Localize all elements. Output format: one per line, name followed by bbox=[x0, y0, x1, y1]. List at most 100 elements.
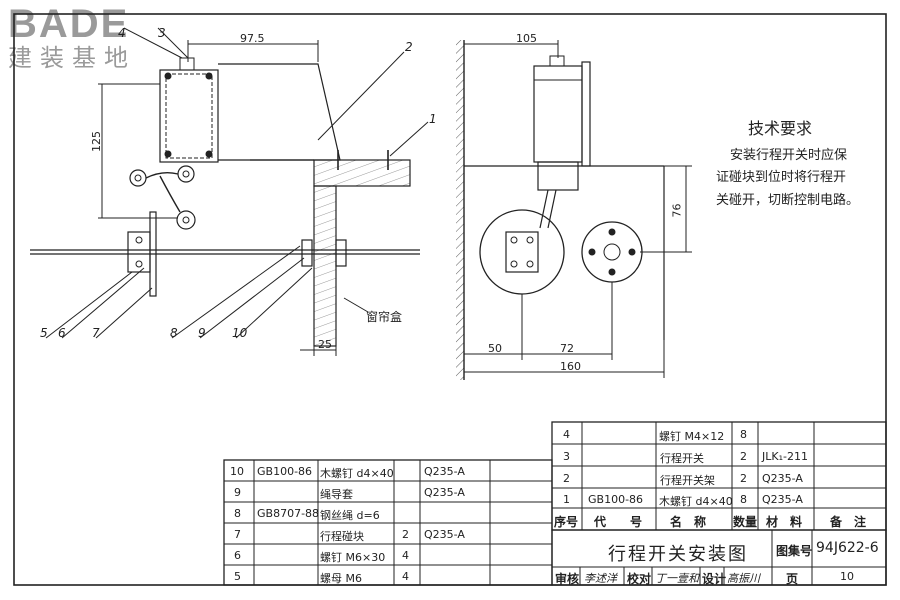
switch-bracket bbox=[581, 61, 591, 167]
callout-7: 7 bbox=[92, 326, 100, 340]
pulley-bolt bbox=[628, 248, 636, 256]
designer-signature: 高振川 bbox=[727, 572, 760, 585]
callout-6: 6 bbox=[58, 326, 66, 340]
cell-name: 螺钉 M6×30 bbox=[320, 551, 386, 564]
callout-5: 5 bbox=[40, 326, 48, 340]
page-label: 页 bbox=[786, 572, 799, 586]
cell-qty: 2 bbox=[402, 528, 409, 541]
striker-plate bbox=[149, 211, 157, 297]
cell-name: 行程碰块 bbox=[320, 530, 364, 543]
actuator-rod bbox=[539, 189, 549, 229]
cell-code: GB100-86 bbox=[257, 465, 313, 478]
pulley-bolt bbox=[608, 228, 616, 236]
pulley-bolt bbox=[510, 236, 518, 244]
switch-head bbox=[549, 55, 565, 67]
actuator-rod bbox=[547, 189, 557, 229]
cell-no: 5 bbox=[234, 570, 241, 583]
leader-line bbox=[123, 27, 183, 59]
cell-qty: 4 bbox=[402, 570, 409, 583]
header-material: 材 料 bbox=[766, 515, 803, 529]
dim-105: 105 bbox=[516, 32, 537, 45]
atlas-number: 94J622-6 bbox=[816, 540, 879, 556]
leader-line bbox=[389, 121, 429, 157]
callout-10: 10 bbox=[232, 326, 248, 340]
cell-no: 6 bbox=[234, 549, 241, 562]
leader-line bbox=[61, 267, 145, 339]
cell-name: 木螺钉 d4×40 bbox=[659, 495, 733, 508]
cell-no: 1 bbox=[563, 493, 570, 506]
header-name: 名 称 bbox=[670, 515, 707, 529]
roller-hub bbox=[182, 216, 190, 224]
bade-logo: BADE 建装基地 bbox=[8, 4, 166, 82]
switch-head bbox=[179, 57, 195, 71]
logo-sub-text: 建装基地 bbox=[8, 44, 136, 72]
design-label: 设计 bbox=[702, 572, 727, 586]
tech-line-1: 安装行程开关时应保 bbox=[730, 148, 848, 163]
box-screw bbox=[164, 72, 172, 80]
pulley-bolt bbox=[608, 268, 616, 276]
cell-name: 木螺钉 d4×40 bbox=[320, 467, 394, 480]
roller bbox=[129, 169, 147, 187]
cell-qty: 4 bbox=[402, 549, 409, 562]
callout-1: 1 bbox=[429, 112, 437, 126]
cell-no: 2 bbox=[563, 472, 570, 485]
cell-qty: 2 bbox=[740, 472, 747, 485]
curtain-box-label: 窗帘盒 bbox=[366, 310, 403, 324]
timber-post bbox=[313, 185, 337, 347]
box-screw bbox=[164, 150, 172, 158]
striker-bolt bbox=[135, 260, 143, 268]
lever-arm bbox=[145, 171, 179, 179]
roller-hub bbox=[182, 170, 190, 178]
cell-material: Q235-A bbox=[762, 493, 803, 506]
cell-name: 钢丝绳 d=6 bbox=[320, 509, 380, 522]
pulley-bolt bbox=[526, 236, 534, 244]
tech-line-2: 证碰块到位时将行程开 bbox=[716, 170, 847, 185]
cell-no: 3 bbox=[563, 450, 570, 463]
cell-material: Q235-A bbox=[424, 528, 465, 541]
callout-9: 9 bbox=[198, 326, 206, 340]
switch-actuator bbox=[537, 161, 579, 191]
switch-bracket bbox=[218, 63, 341, 161]
cell-no: 9 bbox=[234, 486, 241, 499]
cell-material: Q235-A bbox=[424, 465, 465, 478]
leader-line bbox=[157, 27, 189, 59]
tech-title: 技术要求 bbox=[748, 119, 813, 138]
tech-line-3: 关碰开，切断控制电路。 bbox=[716, 193, 860, 208]
cell-material: JLK₁-211 bbox=[762, 450, 808, 463]
leader-line bbox=[235, 267, 313, 339]
leader-line bbox=[95, 287, 153, 339]
right-elevation-view bbox=[456, 40, 692, 380]
cell-name: 行程开关 bbox=[660, 452, 704, 465]
dim-25: 25 bbox=[318, 338, 332, 351]
cell-no: 8 bbox=[234, 507, 241, 520]
dim-76: 76 bbox=[670, 203, 684, 218]
cell-material: Q235-A bbox=[424, 486, 465, 499]
pulley-bolt bbox=[588, 248, 596, 256]
cell-code: GB8707-88 bbox=[257, 507, 320, 520]
rope-guide bbox=[335, 239, 347, 267]
sheet-border bbox=[13, 13, 887, 586]
dim-97-5: 97.5 bbox=[240, 32, 265, 45]
callout-4: 4 bbox=[118, 26, 126, 40]
roller bbox=[176, 210, 196, 230]
cell-material: Q235-A bbox=[762, 472, 803, 485]
checker-signature: 丁一壹和 bbox=[655, 572, 699, 585]
dim-125: 125 bbox=[90, 131, 103, 152]
cell-name: 行程开关架 bbox=[660, 474, 715, 487]
pulley-left bbox=[479, 209, 565, 295]
left-section-view bbox=[30, 27, 429, 356]
dim-72: 72 bbox=[560, 342, 574, 355]
switch-hidden-outline bbox=[165, 73, 213, 159]
cell-no: 10 bbox=[230, 465, 244, 478]
page-number: 10 bbox=[840, 570, 854, 583]
pulley-hub bbox=[603, 243, 621, 261]
leader-line bbox=[45, 271, 133, 339]
cell-qty: 8 bbox=[740, 428, 747, 441]
cell-no: 7 bbox=[234, 528, 241, 541]
callout-8: 8 bbox=[170, 326, 178, 340]
roller-hub bbox=[134, 174, 142, 182]
cell-no: 4 bbox=[563, 428, 570, 441]
timber-plank bbox=[313, 159, 411, 187]
reviewer-signature: 李述洋 bbox=[584, 572, 617, 585]
